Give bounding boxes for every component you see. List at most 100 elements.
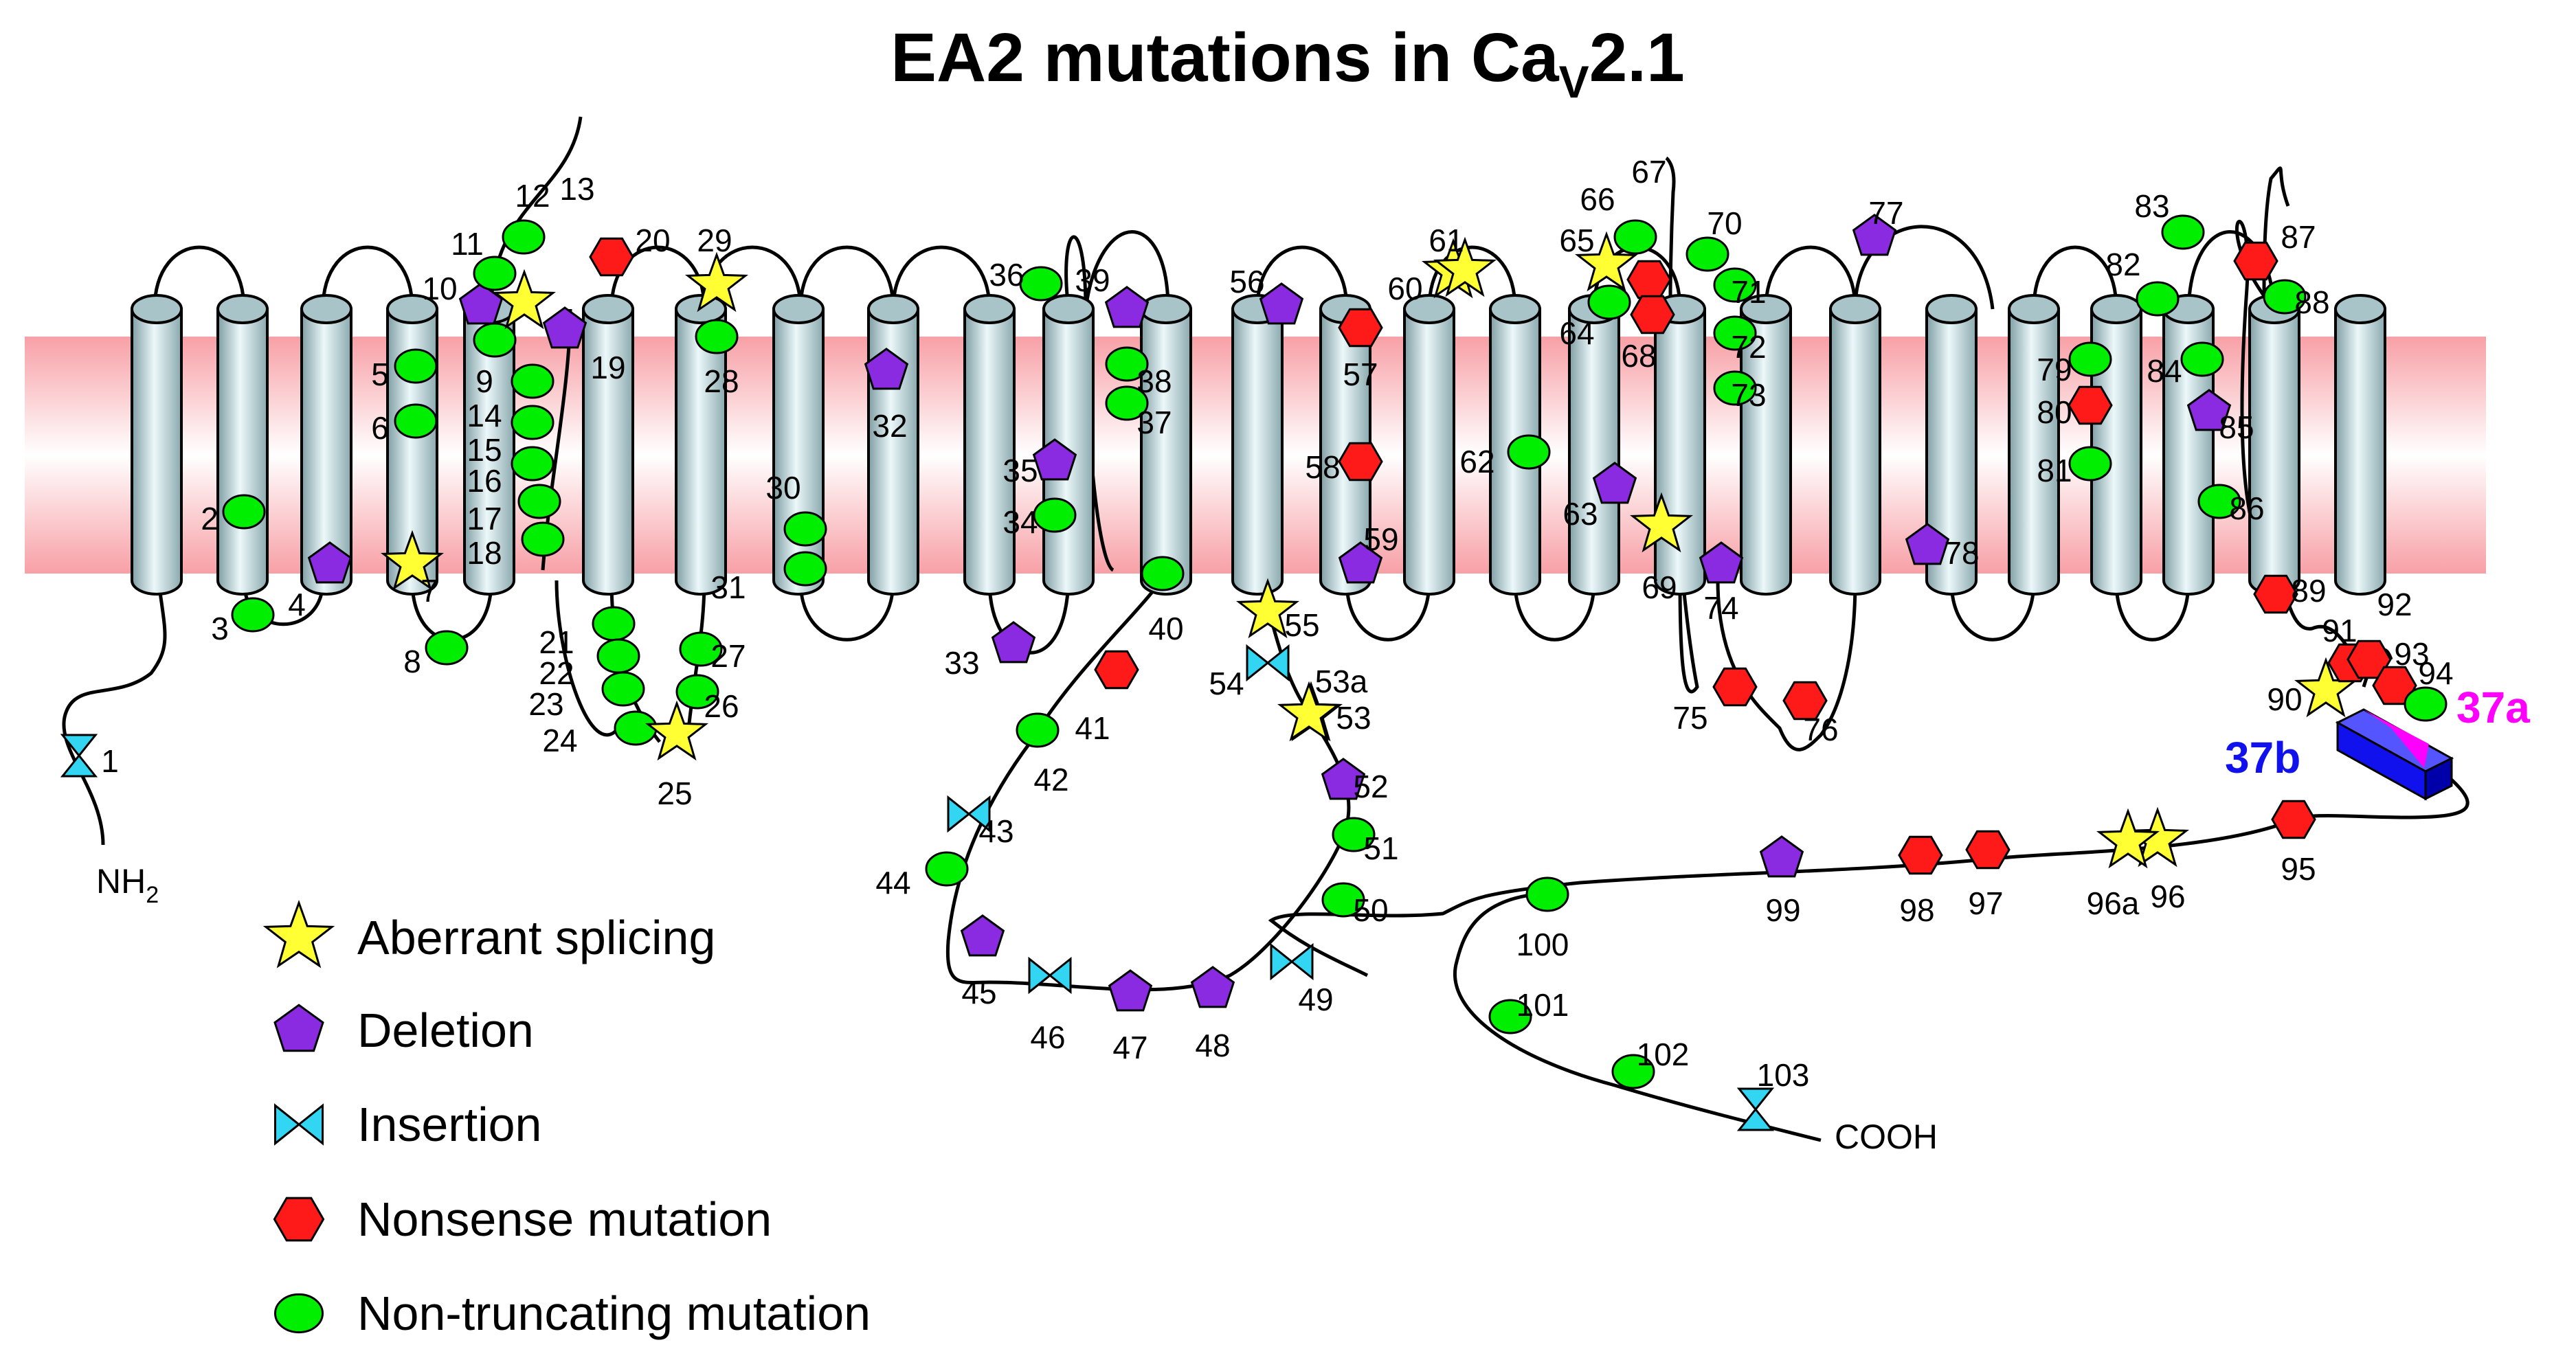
- mutation-label: 46: [1030, 1019, 1065, 1055]
- mutation-marker: 78: [1905, 523, 1980, 571]
- insertion-bowtie-icon: [1048, 956, 1072, 995]
- legend-label: Nonsense mutation: [357, 1192, 772, 1246]
- mutation-marker: 46: [1028, 956, 1072, 1055]
- mutation-marker: 29: [684, 223, 749, 313]
- non-truncating-ellipse-icon: [1685, 236, 1729, 272]
- mutation-label: 22: [539, 655, 574, 691]
- deletion-pentagon-icon: [864, 348, 909, 390]
- mutation-label: 79: [2037, 352, 2072, 387]
- mutation-label: 6: [371, 410, 389, 446]
- mutation-label: 73: [1731, 377, 1766, 413]
- mutation-label: 39: [1075, 262, 1110, 298]
- mutation-marker: 68: [1621, 295, 1675, 374]
- mutation-label: 60: [1387, 271, 1422, 306]
- helix-cylinder: [963, 294, 1016, 596]
- mutation-label: 85: [2219, 409, 2254, 445]
- mutation-marker: 5: [371, 348, 438, 392]
- mutation-label: 70: [1707, 205, 1742, 241]
- mutation-label: 27: [710, 638, 746, 674]
- mutation-label: 10: [422, 271, 457, 306]
- mutation-label: 101: [1516, 987, 1569, 1023]
- mutation-marker: 66: [1580, 181, 1657, 255]
- mutation-label: 8: [403, 644, 421, 679]
- non-truncating-ellipse-icon: [1033, 497, 1077, 533]
- non-truncating-ellipse-icon: [425, 630, 469, 666]
- nonsense-hexagon-icon: [1338, 308, 1383, 348]
- mutation-label: 14: [467, 398, 502, 433]
- chain-segment: [1453, 891, 1822, 1142]
- helix-cylinder: [582, 294, 634, 596]
- mutation-marker: 55: [1235, 578, 1320, 643]
- mutation-marker: 79: [2037, 341, 2112, 387]
- mutation-label: 42: [1033, 762, 1068, 797]
- splicing-star-icon: [492, 269, 557, 330]
- deletion-pentagon-icon: [960, 914, 1005, 957]
- mutation-label: 49: [1298, 982, 1333, 1017]
- nonsense-hexagon-icon: [1898, 835, 1943, 875]
- deletion-pentagon-icon: [1852, 214, 1897, 256]
- mutation-marker: 96a: [2087, 808, 2160, 921]
- non-truncating-ellipse-icon: [1321, 882, 1365, 918]
- deletion-pentagon-icon: [1905, 523, 1950, 565]
- helix-cylinder: [1231, 294, 1284, 596]
- mutation-label: 20: [635, 223, 670, 258]
- mutation-label: 72: [1731, 329, 1766, 365]
- mutation-label: 18: [467, 535, 502, 571]
- mutation-marker: 19: [542, 306, 626, 385]
- mutation-label: 83: [2134, 188, 2169, 224]
- non-truncating-ellipse-icon: [511, 405, 555, 440]
- non-truncating-ellipse-icon: [2068, 446, 2112, 482]
- mutation-marker: 76: [1782, 681, 1839, 747]
- mutation-label: 25: [657, 776, 692, 811]
- mutation-label: 41: [1075, 710, 1110, 746]
- nonsense-hexagon-icon: [1630, 295, 1675, 335]
- mutation-label: 96a: [2087, 885, 2140, 921]
- nonsense-hexagon-icon: [2233, 241, 2278, 281]
- mutation-marker: 25: [645, 700, 709, 811]
- splicing-star-icon: [645, 700, 709, 761]
- mutation-label: 24: [542, 723, 577, 758]
- mutation-label: 76: [1803, 712, 1838, 747]
- chain-segment: [153, 245, 246, 310]
- helix-cylinder: [2090, 294, 2142, 596]
- chain-segment: [2114, 580, 2191, 642]
- mutation-marker: 11: [451, 226, 517, 291]
- non-truncating-ellipse-icon: [2263, 279, 2307, 315]
- mutation-label: 55: [1284, 607, 1319, 643]
- deletion-pentagon-icon: [307, 541, 352, 584]
- splicing-star-icon: [1629, 492, 1694, 553]
- mutation-label: 81: [2037, 453, 2072, 488]
- mutation-label: 17: [467, 501, 502, 536]
- mutation-label: 57: [1343, 357, 1378, 392]
- mutation-marker: 1: [60, 734, 119, 779]
- mutation-label: 47: [1112, 1030, 1147, 1065]
- mutation-marker: 41: [1075, 650, 1139, 746]
- mutation-label: 13: [559, 171, 594, 207]
- mutation-marker: 92: [2347, 587, 2412, 679]
- deletion-pentagon-icon: [1759, 835, 1804, 878]
- mutation-marker: 53a: [1277, 664, 1368, 742]
- mutation-label: 7: [421, 573, 438, 609]
- mutation-label: 68: [1621, 338, 1656, 374]
- splicing-star-icon: [1433, 236, 1497, 297]
- deletion-pentagon-icon: [991, 621, 1036, 664]
- legend-insertion-bowtie-icon: [274, 1103, 301, 1146]
- mutation-marker: 27: [679, 631, 746, 674]
- mutation-marker: 67: [1626, 154, 1672, 299]
- mutation-label: 29: [697, 223, 732, 258]
- insertion-bowtie-icon: [1270, 942, 1294, 981]
- non-truncating-ellipse-icon: [695, 319, 739, 354]
- mutation-marker: 17: [467, 484, 561, 536]
- deletion-pentagon-icon: [1321, 758, 1366, 800]
- chain-segment: [62, 576, 167, 846]
- mutation-marker: 98: [1898, 835, 1943, 928]
- mutation-marker: 44: [875, 851, 969, 901]
- non-truncating-ellipse-icon: [2068, 341, 2112, 377]
- chain-segment: [798, 580, 895, 642]
- mutation-label: 44: [875, 865, 910, 901]
- mutation-marker: 87: [2233, 219, 2316, 281]
- mutation-marker: 63: [1563, 462, 1637, 532]
- mutation-marker: 77: [1852, 195, 1904, 256]
- mutation-label: 11: [451, 226, 484, 262]
- nonsense-hexagon-icon: [589, 237, 634, 277]
